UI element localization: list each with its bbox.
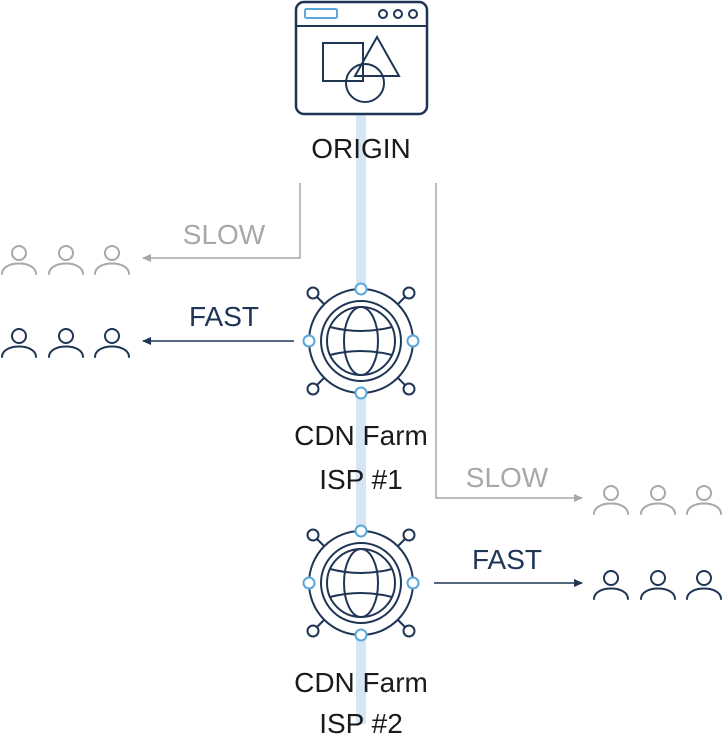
user-group-slow-right [593, 485, 722, 515]
user-icon [593, 485, 629, 515]
cdn-hub-icon-1 [302, 282, 420, 400]
user-icon [48, 245, 84, 275]
user-group-slow-left [1, 245, 130, 275]
distribution-spine [356, 112, 366, 724]
user-icon [94, 328, 130, 358]
slow-path-right [435, 183, 583, 502]
origin-label: ORIGIN [311, 133, 411, 164]
user-icon [686, 485, 722, 515]
cdn-2-label-line2: ISP #2 [319, 708, 403, 739]
user-icon [48, 328, 84, 358]
cdn-2-label-line1: CDN Farm [294, 667, 428, 698]
slow-path-left [142, 183, 301, 262]
user-icon [1, 328, 37, 358]
slow-label-right: SLOW [465, 462, 549, 493]
user-icon [640, 485, 676, 515]
cdn-1-label-line2: ISP #1 [319, 464, 403, 495]
cdn-hub-icon-2 [302, 524, 420, 642]
user-icon [94, 245, 130, 275]
fast-label-left: FAST [188, 301, 259, 332]
user-icon [1, 245, 37, 275]
user-group-fast-left [1, 328, 130, 358]
fast-label-right: FAST [471, 544, 542, 575]
user-group-fast-right [593, 570, 722, 600]
slow-label-left: SLOW [182, 219, 266, 250]
user-icon [686, 570, 722, 600]
user-icon [640, 570, 676, 600]
cdn-1-label-line1: CDN Farm [294, 420, 428, 451]
browser-window-icon [294, 0, 429, 116]
user-icon [593, 570, 629, 600]
